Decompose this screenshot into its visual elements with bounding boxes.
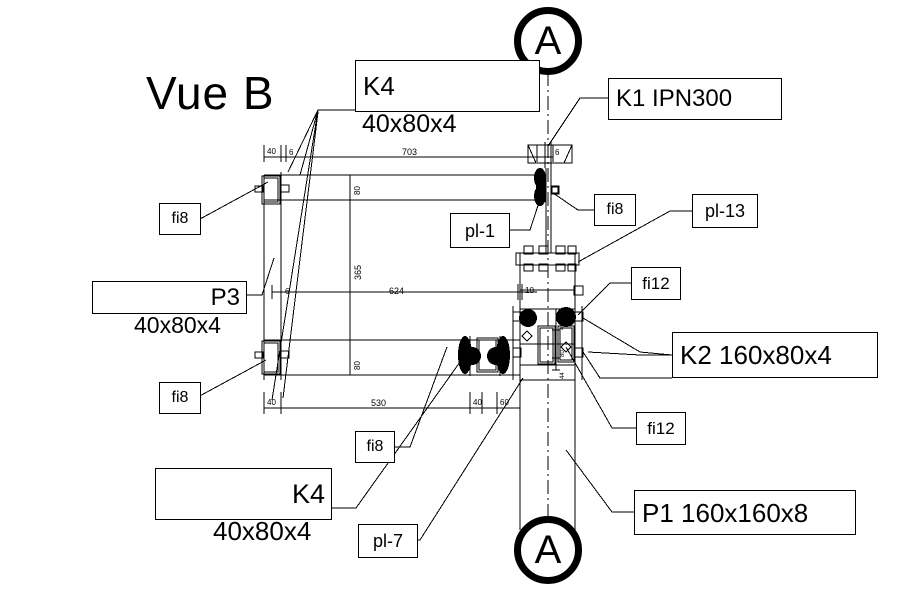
callout-fi8-top-right-label: fi8: [606, 201, 624, 218]
callout-p3: P3: [92, 281, 247, 314]
callout-p3-label: P3: [210, 283, 240, 311]
dim-mid-6: 6: [285, 287, 290, 296]
dim-bot-530: 530: [371, 398, 387, 408]
column-slot: [537, 325, 556, 365]
callout-k4-top-label: K4: [363, 71, 395, 101]
callout-fi12-lower-label: fi12: [647, 419, 675, 438]
dim-bot-40b: 40: [473, 398, 482, 407]
callout-fi8-top-left: fi8: [159, 203, 201, 235]
dim-vert-80-bot: 80: [353, 361, 362, 370]
callout-fi8-top-right: fi8: [594, 194, 636, 226]
dim-top-6: 6: [289, 148, 294, 157]
weld-lug-upper: [550, 185, 560, 195]
connection-weld-blobs: [458, 336, 510, 374]
column-detail-dim-ticks: [552, 308, 560, 371]
callout-pl-1-label: pl-1: [464, 220, 495, 241]
dim-col-80: 80: [560, 350, 566, 357]
callout-k4-top-sublabel: 40x80x4: [362, 110, 457, 138]
column-bolt-diamonds: [521, 330, 572, 353]
dim-top-6b: 6: [555, 148, 560, 157]
callout-k2-label: K2 160x80x4: [680, 340, 832, 370]
callout-fi8-mid-label: fi8: [366, 438, 384, 455]
section-mark-bottom-letter: A: [534, 527, 562, 572]
callout-fi8-bottom-left-label: fi8: [171, 389, 189, 406]
post-p3-left: [254, 172, 290, 380]
callout-pl-13: pl-13: [692, 194, 758, 228]
callout-k4-bottom-sublabel: 40x80x4: [213, 516, 312, 546]
callout-pl-13-label: pl-13: [704, 201, 746, 221]
callout-k4-bottom-label: K4: [291, 478, 325, 509]
view-title: Vue B: [146, 67, 275, 119]
dim-bot-60: 60: [500, 398, 509, 407]
dim-vert-365: 365: [353, 264, 363, 280]
callout-fi8-mid: fi8: [355, 431, 395, 463]
callout-p1-label: P1 160x160x8: [642, 497, 809, 528]
dim-col-44-top: 44: [560, 323, 566, 330]
callout-pl-7: pl-7: [358, 524, 418, 558]
callout-k4-bottom: K4: [155, 468, 332, 520]
callout-k2: K2 160x80x4: [672, 332, 878, 378]
callout-k4-top: K4: [355, 60, 540, 112]
column-slot-right: [557, 325, 575, 363]
callout-pl-1: pl-1: [450, 213, 510, 248]
callout-pl-7-label: pl-7: [372, 531, 403, 551]
callout-p1: P1 160x160x8: [634, 490, 856, 535]
callout-fi12-upper: fi12: [631, 267, 681, 300]
dim-top-703: 703: [402, 147, 418, 157]
beam-cap-detail: [527, 142, 573, 168]
dim-mid-10: 10: [525, 286, 534, 295]
dim-vert-80-top: 80: [353, 186, 362, 195]
callout-fi12-upper-label: fi12: [642, 274, 670, 293]
section-mark-top-letter: A: [534, 18, 562, 63]
dim-mid-624: 624: [389, 286, 405, 296]
weld-marks-upper: [534, 168, 546, 206]
callout-k1-ipn300: K1 IPN300: [608, 78, 782, 120]
frame-top-rail: [263, 174, 537, 201]
dim-top-40: 40: [267, 147, 276, 156]
callout-fi8-top-left-label: fi8: [171, 210, 189, 227]
column-bolt-holes: [519, 307, 576, 327]
callout-p3-sublabel: 40x80x4: [134, 312, 221, 338]
callout-fi8-bottom-left: fi8: [159, 382, 201, 414]
callout-fi12-lower: fi12: [636, 412, 686, 445]
callout-k1-ipn300-label: K1 IPN300: [616, 85, 733, 112]
section-mark-bottom: A: [514, 516, 582, 584]
dim-col-44-bot: 44: [560, 372, 566, 379]
dim-bot-40: 40: [267, 398, 276, 407]
dimension-line-middle: [271, 284, 537, 300]
